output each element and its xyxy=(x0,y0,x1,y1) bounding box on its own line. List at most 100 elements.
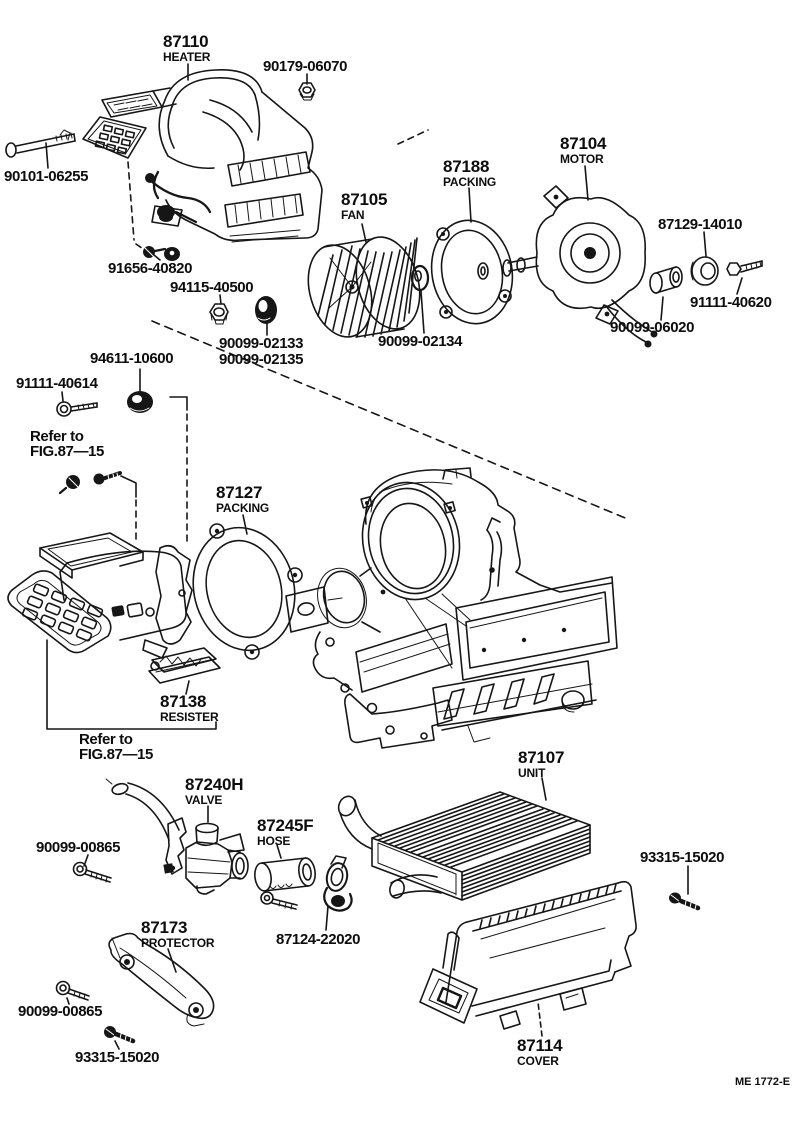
bushing-06020-drawing xyxy=(649,266,683,294)
part-number: 87138 xyxy=(160,692,207,711)
protector-drawing xyxy=(108,932,215,1027)
fan-drawing xyxy=(307,236,421,338)
part-number: 87127 xyxy=(216,483,263,502)
part-number: 87245F xyxy=(257,816,314,835)
part-number: 87110 xyxy=(163,32,209,51)
label-nut-94611: 94611-10600 xyxy=(90,350,174,367)
packing-87188-drawing xyxy=(430,219,514,325)
part-name: UNIT xyxy=(518,765,546,780)
refer-screws-drawing xyxy=(58,471,122,495)
part-name: PACKING xyxy=(216,500,270,515)
label-screw-93315-bottom: 93315-15020 xyxy=(75,1050,159,1066)
label-screw-91656: 91656-40820 xyxy=(108,261,192,277)
part-name: RESISTER xyxy=(160,709,219,724)
washer-02134-drawing xyxy=(410,264,430,292)
part-number: 87104 xyxy=(560,134,607,153)
part-number: 94611-10600 xyxy=(90,350,174,367)
note-refer-fig-87-15-upper: Refer to FIG.87—15 xyxy=(30,429,104,460)
motor-drawing xyxy=(477,185,658,348)
bolt-00865b-drawing xyxy=(55,980,90,1001)
assembly-axis-lines xyxy=(127,129,631,544)
part-number: 90099-02135 xyxy=(219,350,304,368)
fan-blade-lines xyxy=(317,237,418,338)
label-clamp-87124: 87124-22020 xyxy=(276,932,360,948)
part-name: VALVE xyxy=(185,792,223,807)
core-end-fins xyxy=(461,828,591,897)
part-number: 87173 xyxy=(141,918,188,937)
part-name: MOTOR xyxy=(560,151,604,166)
label-washer-02133: 90099-02133 90099-02135 xyxy=(219,336,303,367)
label-washer-02134: 90099-02134 xyxy=(378,334,462,350)
grommet-87129-drawing xyxy=(690,256,719,286)
nut-94115-drawing xyxy=(209,303,229,325)
part-number: 87107 xyxy=(518,748,565,767)
label-nut-90179: 90179-06070 xyxy=(263,59,347,75)
label-resister: 87138 RESISTER xyxy=(160,692,219,724)
part-number: 87240H xyxy=(185,775,244,794)
part-number: 93315-15020 xyxy=(75,1049,160,1066)
label-cover: 87114 COVER xyxy=(517,1037,563,1068)
label-bolt-90101: 90101-06255 xyxy=(4,169,88,185)
label-fan: 87105 FAN xyxy=(341,191,387,221)
note-line: FIG.87—15 xyxy=(79,746,153,764)
label-motor: 87104 MOTOR xyxy=(560,135,606,165)
part-number: 90099-00865 xyxy=(18,1003,103,1020)
bolt-40614-drawing xyxy=(56,401,98,417)
label-hose: 87245F HOSE xyxy=(257,816,314,847)
nut-94611-drawing xyxy=(127,391,153,413)
part-number: 91656-40820 xyxy=(108,260,193,277)
label-protector: 87173 PROTECTOR xyxy=(141,918,215,950)
label-grommet-87129: 87129-14010 xyxy=(658,217,742,233)
part-number: 87129-14010 xyxy=(658,216,743,233)
part-number: 87188 xyxy=(443,157,490,176)
part-number: 93315-15020 xyxy=(640,849,725,866)
screw-93315a-drawing xyxy=(669,892,701,911)
label-screw-93315-right: 93315-15020 xyxy=(640,850,724,866)
bolt-40620-drawing xyxy=(726,260,763,276)
part-name: PROTECTOR xyxy=(141,935,215,950)
washer-02133-drawing xyxy=(255,296,277,324)
part-number: 90179-06070 xyxy=(263,58,348,75)
leader-lines xyxy=(45,63,743,1050)
part-number: 90099-02134 xyxy=(378,333,463,350)
part-number: 91111-40620 xyxy=(690,294,772,311)
part-number: 91111-40614 xyxy=(16,375,98,392)
part-number: 90101-06255 xyxy=(4,168,89,185)
heater-core-drawing xyxy=(337,791,591,901)
note-refer-fig-87-15-lower: Refer to FIG.87—15 xyxy=(79,732,153,763)
part-name: FAN xyxy=(341,207,365,222)
label-bolt-00865-valve: 90099-00865 xyxy=(36,840,120,856)
blower-unit-drawing xyxy=(285,467,618,749)
valve-drawing xyxy=(105,778,249,895)
note-line: Refer to xyxy=(30,428,84,445)
cover-drawing xyxy=(419,880,637,1030)
note-line: Refer to xyxy=(79,731,133,748)
label-bushing-06020: 90099-06020 xyxy=(610,320,694,336)
cover-bead-ticks xyxy=(479,883,617,929)
note-line: FIG.87—15 xyxy=(30,443,104,461)
label-nut-94115: 94115-40500 xyxy=(170,279,254,296)
label-bolt-00865-bottom: 90099-00865 xyxy=(18,1004,102,1020)
resister-drawing xyxy=(148,647,221,684)
screw-93315b-drawing xyxy=(104,1026,136,1044)
part-name: HEATER xyxy=(163,49,211,64)
label-bolt-40614: 91111-40614 xyxy=(16,376,98,392)
part-number: 87124-22020 xyxy=(276,931,361,948)
core-fins xyxy=(377,793,578,868)
heater-assembly-drawing xyxy=(82,69,323,243)
bolt-90101-drawing xyxy=(5,129,76,158)
label-unit: 87107 UNIT xyxy=(518,749,564,779)
part-number: 87105 xyxy=(341,190,388,209)
packing-87127-drawing xyxy=(192,523,303,660)
label-valve: 87240H VALVE xyxy=(185,775,244,807)
part-number: 94115-40500 xyxy=(170,279,254,296)
bolt-00865a-drawing xyxy=(72,861,112,883)
label-packing-87127: 87127 PACKING xyxy=(216,484,269,514)
part-name: PACKING xyxy=(443,174,497,189)
label-heater: 87110 HEATER xyxy=(163,33,210,63)
vent-duct-drawing xyxy=(7,532,193,659)
part-number: 90099-00865 xyxy=(36,839,121,856)
part-name: COVER xyxy=(517,1053,559,1068)
